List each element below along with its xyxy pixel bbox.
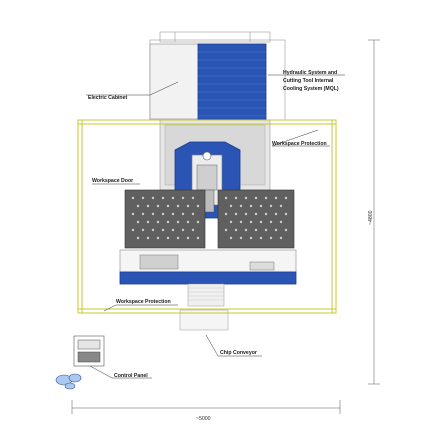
dimension-lines xyxy=(71,39,380,414)
label-chip-conveyor: Chip Conveyor xyxy=(220,350,257,356)
dimension-height: ~4800 xyxy=(368,210,374,225)
pallet-changer xyxy=(119,249,297,285)
label-workspace-protection-bottom: Workspace Protection xyxy=(116,299,171,305)
label-hydraulic-line2: Cutting Tool Internal xyxy=(283,78,334,84)
right-table xyxy=(217,189,295,249)
label-hydraulic-line3: Cooling System (MQL) xyxy=(283,86,339,92)
label-electric-cabinet: Electric Cabinet xyxy=(88,95,127,101)
label-control-panel: Control Panel xyxy=(114,373,148,379)
label-hydraulic-line1: Hydraulic System and xyxy=(283,70,337,76)
control-panel xyxy=(73,335,105,367)
dimension-width: ~5000 xyxy=(196,416,211,422)
label-workspace-door: Workspace Door xyxy=(92,178,133,184)
leader-lines xyxy=(86,74,345,379)
workspace-protection-fence xyxy=(77,119,337,314)
operator-figure xyxy=(55,373,82,390)
label-workspace-protection-right: Workspace Protection xyxy=(272,141,327,147)
chip-conveyor xyxy=(179,283,229,331)
hydraulic-unit xyxy=(197,43,267,121)
electric-cabinet xyxy=(149,43,201,120)
left-table xyxy=(124,189,206,249)
